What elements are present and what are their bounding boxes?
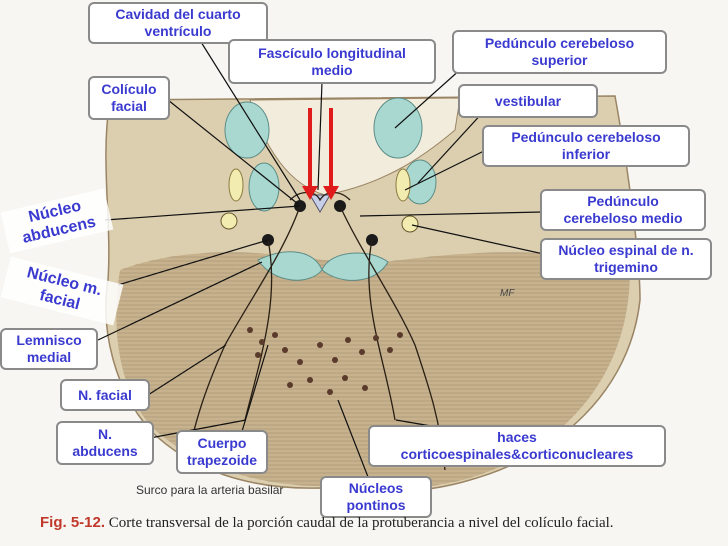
label-n-facial: N. facial — [60, 379, 150, 411]
spinal-trigeminal-right — [401, 215, 419, 233]
surco-arteria-basilar-text: Surco para la arteria basilar — [136, 483, 284, 497]
figure-caption-text: Corte transversal de la porción caudal d… — [108, 515, 614, 531]
vestibular-nucleus-left — [224, 101, 270, 159]
label-vestibular: vestibular — [458, 84, 598, 118]
vestibular-nucleus-right — [373, 97, 423, 159]
leader-lines — [97, 33, 549, 483]
pontine-nuclei-clusters — [247, 327, 403, 395]
figure-number: Fig. 5-12. — [40, 514, 106, 531]
label-fasciculo-longitudinal-medio: Fascículo longitudinal medio — [228, 39, 436, 84]
red-arrows — [302, 108, 339, 200]
label-coliculo-facial: Colículo facial — [88, 76, 170, 120]
median-notch — [309, 194, 331, 213]
label-cavidad-cuarto-ventriculo: Cavidad del cuarto ventrículo — [88, 2, 268, 44]
yellow-nucleus-right — [395, 168, 411, 202]
label-cuerpo-trapezoide: Cuerpo trapezoide — [176, 430, 268, 474]
medial-lemniscus-right — [321, 252, 389, 281]
label-haces-corticoespinales: haces corticoespinales&corticonucleares — [368, 425, 666, 467]
label-pedunculo-cerebeloso-inferior: Pedúnculo cerebeloso inferior — [482, 125, 690, 167]
label-pedunculo-cerebeloso-superior: Pedúnculo cerebeloso superior — [452, 30, 667, 74]
spinal-trigeminal-left — [220, 212, 238, 230]
artist-initials: MF — [500, 288, 515, 299]
label-pedunculo-cerebeloso-medio: Pedúnculo cerebeloso medio — [540, 189, 706, 231]
label-nucleo-espinal-trigemino: Núcleo espinal de n. trigemino — [540, 238, 712, 280]
label-n-abducens: N. abducens — [56, 421, 154, 465]
inferior-peduncle-left — [248, 162, 280, 212]
yellow-nucleus-left — [228, 168, 244, 202]
label-lemnisco-medial: Lemnisco medial — [0, 328, 98, 370]
label-nucleos-pontinos: Núcleos pontinos — [320, 476, 432, 518]
figure-caption: Fig. 5-12. Corte transversal de la porci… — [40, 514, 720, 532]
